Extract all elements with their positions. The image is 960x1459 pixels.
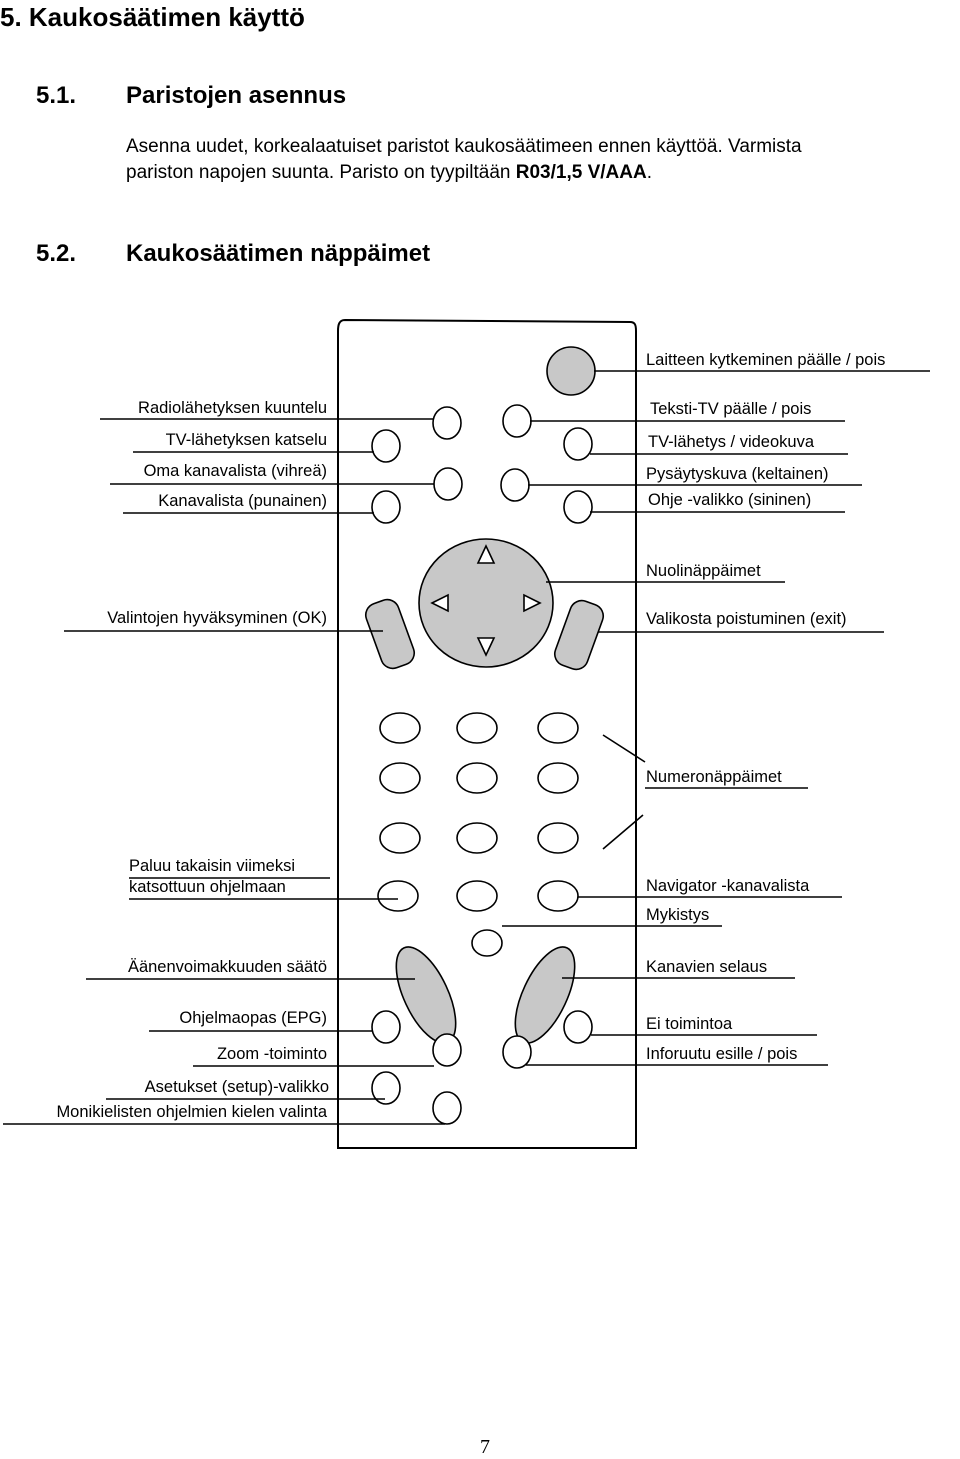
label-tv-video: TV-lähetys / videokuva: [648, 433, 814, 451]
power-button: [546, 346, 596, 396]
label-tv: TV-lähetyksen katselu: [165, 431, 327, 449]
label-setup: Asetukset (setup)-valikko: [144, 1078, 329, 1096]
arrow-up-icon: [476, 544, 496, 564]
number-key-4: [379, 762, 421, 794]
info-button: [502, 1035, 532, 1069]
yellow-button: [500, 468, 530, 502]
label-volume: Äänenvoimakkuuden säätö: [127, 958, 327, 976]
label-exit: Valikosta poistuminen (exit): [646, 610, 847, 628]
navigator-key: [537, 880, 579, 912]
label-arrows: Nuolinäppäimet: [646, 562, 761, 580]
label-numbers: Numeronäppäimet: [646, 768, 782, 786]
blue-button: [563, 490, 593, 524]
arrow-down-icon: [476, 637, 496, 657]
tv-button: [371, 429, 401, 463]
label-channel-scroll: Kanavien selaus: [646, 958, 768, 976]
label-radio: Radiolähetyksen kuuntelu: [138, 399, 327, 417]
exit-button: [553, 599, 605, 671]
leader-numbers-a: [602, 734, 646, 763]
intro-line-2-end: .: [646, 162, 652, 183]
number-key-5: [456, 762, 498, 794]
subsection-number-1: 5.1.: [36, 82, 77, 109]
number-key-7: [379, 822, 421, 854]
number-key-6: [537, 762, 579, 794]
label-ok: Valintojen hyväksyminen (OK): [107, 609, 327, 627]
teletext-button: [502, 404, 532, 438]
unused-button: [563, 1010, 593, 1044]
label-epg: Ohjelmaopas (EPG): [179, 1009, 327, 1027]
arrow-right-icon: [523, 593, 542, 613]
intro-line-2: pariston napojen suunta. Paristo on tyyp…: [126, 162, 516, 183]
number-key-8: [456, 822, 498, 854]
intro-paragraph: Asenna uudet, korkealaatuiset paristot k…: [126, 134, 956, 186]
label-info: Inforuutu esille / pois: [646, 1045, 798, 1063]
battery-type: R03/1,5 V/AAA: [515, 162, 647, 183]
mute-button: [471, 929, 503, 957]
remote-body: [337, 318, 637, 1149]
section-title: 5. Kaukosäätimen käyttö: [0, 2, 305, 32]
tv-video-button: [563, 427, 593, 461]
number-key-3: [537, 712, 579, 744]
label-list-red: Kanavalista (punainen): [158, 492, 327, 510]
navigation-pad: [418, 538, 554, 668]
subsection-title-1: Paristojen asennus: [126, 82, 347, 109]
intro-line-1: Asenna uudet, korkealaatuiset paristot k…: [126, 136, 802, 157]
epg-button: [371, 1010, 401, 1044]
label-recall-line-2: katsottuun ohjelmaan: [129, 878, 286, 896]
number-key-2: [456, 712, 498, 744]
label-mute: Mykistys: [646, 906, 710, 924]
label-recall-line-1: Paluu takaisin viimeksi: [129, 857, 295, 875]
green-button: [433, 467, 463, 501]
subsection-title-2: Kaukosäätimen näppäimet: [126, 240, 431, 267]
ok-button: [364, 598, 416, 670]
label-freeze-yellow: Pysäytyskuva (keltainen): [646, 465, 829, 483]
red-button: [371, 490, 401, 524]
number-key-1: [379, 712, 421, 744]
subsection-number-2: 5.2.: [36, 240, 77, 267]
arrow-left-icon: [430, 593, 449, 613]
label-fav-green: Oma kanavalista (vihreä): [143, 462, 327, 480]
label-multilang: Monikielisten ohjelmien kielen valinta: [56, 1103, 327, 1121]
language-button: [432, 1091, 462, 1125]
label-no-function: Ei toimintoa: [646, 1015, 733, 1033]
label-navigator: Navigator -kanavalista: [646, 877, 810, 895]
number-key-0: [456, 880, 498, 912]
radio-button: [432, 406, 462, 440]
label-teletext: Teksti-TV päälle / pois: [650, 400, 812, 418]
label-zoom: Zoom -toiminto: [216, 1045, 327, 1063]
recall-key: [377, 880, 419, 912]
label-power: Laitteen kytkeminen päälle / pois: [646, 351, 886, 369]
page-number: 7: [480, 1436, 490, 1458]
number-key-9: [537, 822, 579, 854]
label-help-blue: Ohje -valikko (sininen): [648, 491, 812, 509]
leader-numbers-b: [602, 814, 644, 850]
setup-button: [371, 1071, 401, 1105]
zoom-button: [432, 1033, 462, 1067]
